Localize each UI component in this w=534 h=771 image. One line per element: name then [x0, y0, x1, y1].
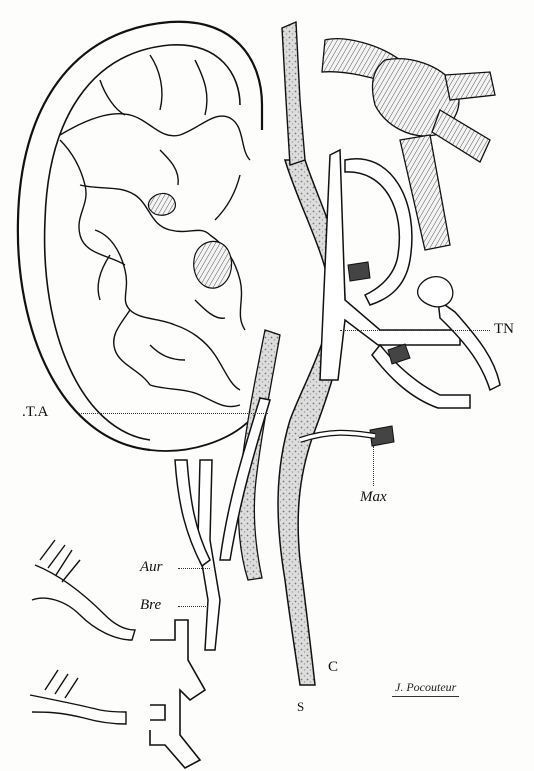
detail-sketch-lower [30, 670, 126, 724]
label-max: Max [360, 490, 387, 505]
label-s: S [297, 700, 304, 713]
stub-vessel-2 [388, 344, 410, 364]
label-ta: .T.A [22, 405, 48, 420]
temporal-vessel-top [282, 22, 305, 165]
aur-leader [178, 568, 210, 569]
stub-vessel-1 [348, 262, 370, 281]
label-bre: Bre [140, 598, 161, 613]
label-tn: TN [494, 322, 514, 337]
max-leader [373, 446, 374, 486]
label-c: C [328, 660, 338, 675]
label-aur: Aur [140, 560, 163, 575]
arterial-tree [175, 150, 500, 650]
ear-outer-rim [18, 22, 262, 450]
dark-vessel-2 [194, 241, 232, 288]
ta-leader [78, 413, 268, 414]
detail-sketch-upper [32, 540, 135, 640]
artist-signature: J. Pocouteur [392, 680, 459, 697]
branch-outline-lower [150, 620, 205, 768]
dark-vessel-1 [148, 193, 175, 215]
ganglion-knot [418, 277, 453, 307]
ear-lobe [150, 390, 255, 451]
auricular-branches [60, 55, 250, 407]
tn-leader [340, 330, 490, 331]
bre-leader [178, 606, 208, 607]
